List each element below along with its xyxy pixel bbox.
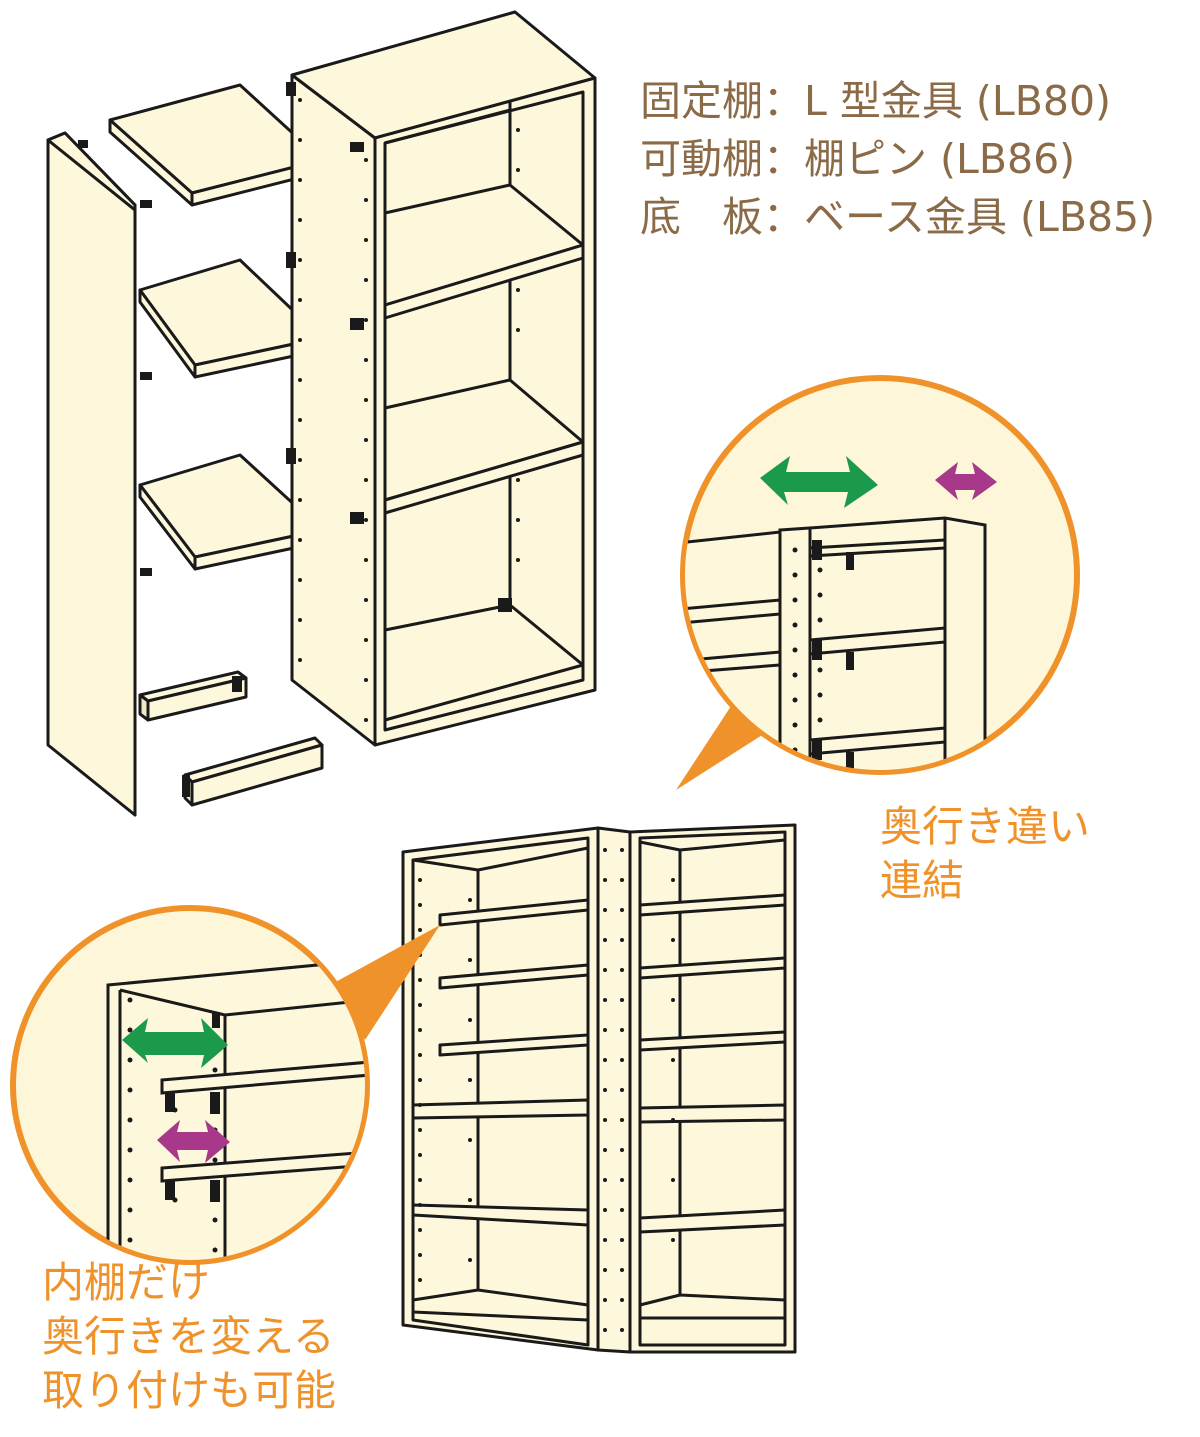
callout-depth-connect bbox=[676, 375, 1080, 790]
base-rail-back bbox=[138, 670, 248, 722]
callout-line: 内棚だけ bbox=[42, 1258, 211, 1307]
legend-term: 固定棚 bbox=[640, 77, 763, 125]
loose-fixed-shelf bbox=[108, 83, 324, 207]
left-side-panel bbox=[46, 131, 137, 817]
legend-term: 底 板 bbox=[640, 193, 763, 241]
assembled-pin-holes bbox=[418, 848, 675, 1332]
l-brackets bbox=[78, 82, 512, 797]
legend-row-bottom-board: 底 板：ベース金具 (LB85) bbox=[640, 188, 1155, 246]
legend-desc: ベース金具 (LB85) bbox=[804, 193, 1156, 241]
legend-term: 可動棚 bbox=[640, 135, 763, 183]
legend-row-movable-shelf: 可動棚：棚ピン (LB86) bbox=[640, 130, 1155, 188]
callout-line: 奥行きを変える bbox=[42, 1312, 335, 1361]
callout-line: 取り付けも可能 bbox=[42, 1366, 337, 1415]
legend-desc: 棚ピン (LB86) bbox=[804, 135, 1076, 183]
callout-pointer-a bbox=[330, 925, 440, 1040]
inner-depth-arrow-purple bbox=[157, 1120, 230, 1163]
loose-shelf-1 bbox=[138, 258, 324, 379]
callout-depth-connect-label: 奥行き違い 連結 bbox=[880, 800, 1090, 908]
main-cabinet bbox=[290, 10, 597, 747]
pin-hole-columns bbox=[298, 98, 520, 722]
depth-arrow-purple bbox=[935, 462, 997, 500]
parts-legend: 固定棚：L 型金具 (LB80) 可動棚：棚ピン (LB86) 底 板：ベース金… bbox=[640, 72, 1155, 246]
assembled-bookcase bbox=[401, 823, 797, 1354]
callout-line: 連結 bbox=[880, 856, 965, 905]
callout-line: 奥行き違い bbox=[880, 802, 1091, 851]
callout-inner-shelf-label: 内棚だけ 奥行きを変える 取り付けも可能 bbox=[42, 1256, 336, 1418]
legend-row-fixed-shelf: 固定棚：L 型金具 (LB80) bbox=[640, 72, 1155, 130]
legend-sep: ： bbox=[763, 77, 804, 125]
legend-desc: L 型金具 (LB80) bbox=[804, 77, 1112, 125]
legend-sep: ： bbox=[763, 193, 804, 241]
exploded-bookcase bbox=[46, 10, 597, 817]
legend-sep: ： bbox=[763, 135, 804, 183]
inner-depth-arrow-green bbox=[122, 1018, 228, 1068]
callout-inner-shelf bbox=[10, 905, 440, 1265]
base-rail-front bbox=[183, 736, 324, 807]
depth-arrow-green bbox=[760, 456, 878, 508]
